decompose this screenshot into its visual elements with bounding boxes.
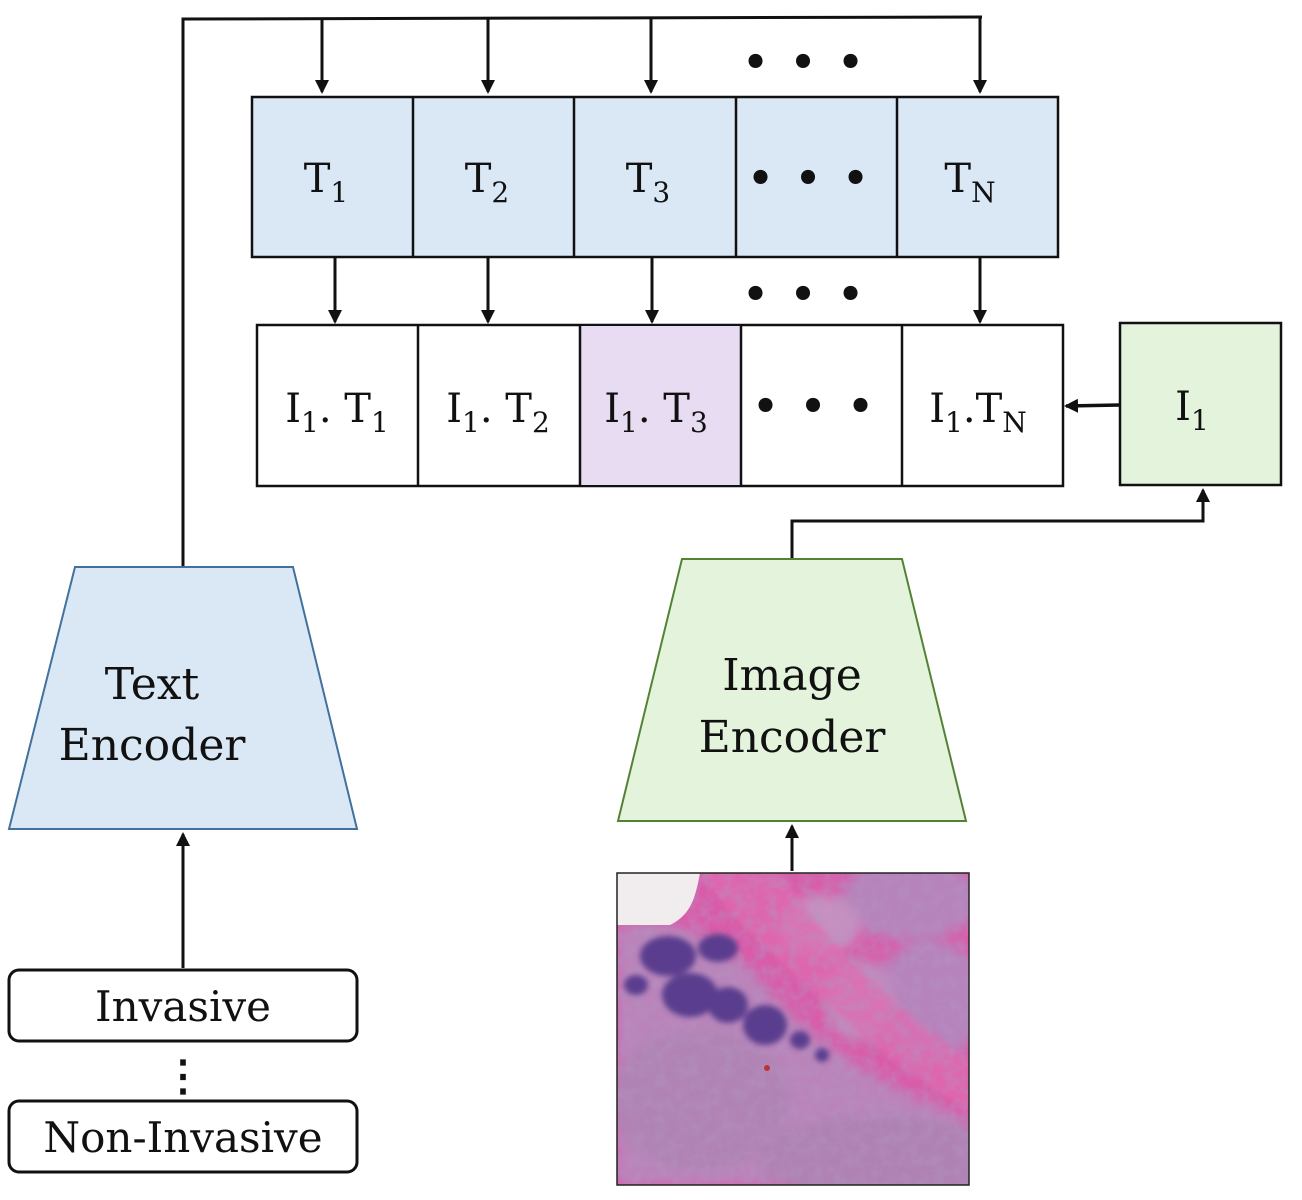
image-to-similarity-arrow: [1064, 398, 1121, 413]
text-token-n: TN: [944, 156, 995, 209]
text-token-3: T3: [626, 156, 671, 209]
class-prompt-non-invasive: Non-Invasive: [7, 1099, 359, 1174]
token-to-similarity-arrows: [328, 257, 987, 324]
text-token-row: T1 T2 T3 • • • TN: [250, 95, 1060, 259]
similarity-cell-ellipsis: • • •: [753, 383, 878, 430]
image-encoder-label-line2: Encoder: [699, 712, 887, 763]
top-ellipsis: • • •: [743, 39, 868, 86]
image-encoder-label-line1: Image: [722, 650, 862, 701]
image-feature-box: I1: [1118, 321, 1283, 487]
text-encoder: Text Encoder: [7, 566, 359, 830]
similarity-cell-highlight: [580, 326, 740, 485]
class-prompt-non-invasive-label: Non-Invasive: [43, 1113, 322, 1162]
histopathology-image-border: [616, 872, 970, 1186]
class-prompt-separator: ⋮: [162, 1051, 204, 1100]
similarity-cell-n: I1.TN: [929, 386, 1027, 439]
image-encoder-output-line: [790, 488, 1210, 559]
text-token-2: T2: [465, 156, 510, 209]
class-prompt-invasive-label: Invasive: [95, 982, 271, 1031]
class-prompt-invasive: Invasive: [7, 968, 359, 1043]
text-token-ellipsis: • • •: [748, 155, 873, 202]
text-feature-distribution-lines: [181, 15, 987, 566]
text-encoder-label-line1: Text: [105, 659, 200, 710]
text-token-row-frame: [250, 95, 1060, 259]
text-encoder-label-line2: Encoder: [59, 720, 247, 771]
mid-ellipsis: • • •: [743, 271, 868, 318]
image-token: I1: [1175, 384, 1209, 437]
similarity-row: I1. T1 I1. T2 I1. T3 • • • I1.TN: [255, 323, 1065, 488]
histopathology-image: [617, 873, 969, 1185]
similarity-cell-2: I1. T2: [446, 386, 550, 439]
image-encoder: Image Encoder: [616, 558, 968, 822]
text-token-1: T1: [304, 156, 349, 209]
similarity-cell-3: I1. T3: [604, 386, 708, 439]
similarity-cell-1: I1. T1: [285, 386, 389, 439]
